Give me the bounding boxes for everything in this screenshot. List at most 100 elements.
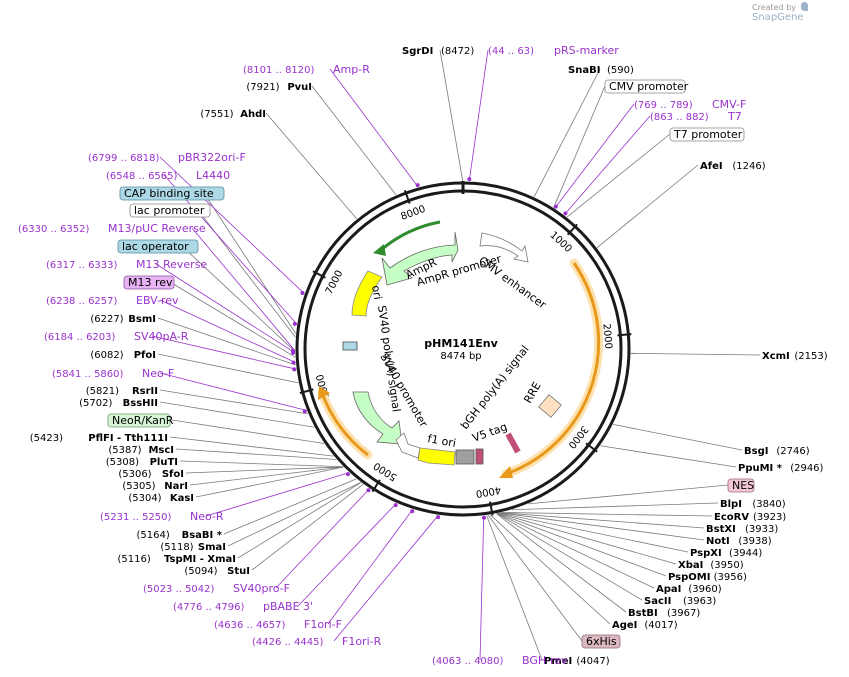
map-label-primer-28[interactable]: (4776 .. 4796)pBABE 3' (173, 600, 313, 613)
site-name-43: RsrII (132, 386, 158, 397)
map-label-primer-26[interactable]: (4426 .. 4445)F1ori-R (252, 635, 382, 648)
map-label-site-10[interactable]: PpuMI *(2946) (738, 463, 824, 474)
map-label-site-14[interactable]: BstXI(3933) (706, 524, 778, 535)
map-label-site-39[interactable]: (5387)MscI (108, 445, 174, 456)
map-label-site-12[interactable]: BlpI(3840) (720, 499, 786, 510)
map-label-primer-56[interactable]: (6799 .. 6818)pBR322ori-F (88, 151, 246, 164)
site-name-57: AhdI (240, 109, 266, 120)
site-name-42: BssHII (123, 398, 158, 409)
map-label-feature-6[interactable]: T7 promoter (669, 127, 745, 142)
map-label-primer-50[interactable]: (6317 .. 6333)M13 Reverse (46, 258, 207, 271)
map-label-site-31[interactable]: (5116)TspMI - XmaI (118, 554, 236, 565)
site-name-15: NotI (706, 536, 730, 547)
primer-mark-29 (366, 488, 371, 493)
leader-line-40 (169, 436, 334, 457)
sv40-promoter-label: SV40 promoter (377, 351, 430, 430)
snapgene-brand-text: SnapGene (752, 12, 804, 23)
tick-label-4000: 4000 (475, 484, 502, 499)
site-coord-2: (590) (607, 65, 634, 76)
map-label-primer-1[interactable]: (44 .. 63)pRS-marker (488, 44, 619, 57)
cmv-enhancer-label: CMV enhancer (476, 254, 549, 312)
map-label-site-38[interactable]: (5308)PluTI (106, 457, 178, 468)
map-label-site-24[interactable]: PmeI(4047) (544, 656, 610, 667)
map-label-site-33[interactable]: (5164)BsaBI * (137, 530, 223, 541)
primer-mark-27 (410, 509, 415, 514)
map-label-site-47[interactable]: (6227)BsmI (90, 314, 156, 325)
map-label-feature-54[interactable]: CAP binding site (119, 186, 225, 201)
site-coord-45: (6082) (90, 350, 123, 361)
map-label-site-30[interactable]: (5094) StuI (184, 566, 250, 577)
map-label-primer-27[interactable]: (4636 .. 4657)F1ori-F (214, 618, 342, 631)
tick-label-5000: 5000 (372, 460, 399, 483)
map-label-site-20[interactable]: SacII(3963) (644, 596, 716, 607)
map-label-feature-51[interactable]: lac operator (117, 239, 199, 254)
map-label-primer-55[interactable]: (6548 .. 6565) L4440 (106, 169, 230, 182)
map-label-site-15[interactable]: NotI(3938) (706, 536, 772, 547)
site-coord-33: (5164) (137, 530, 170, 541)
map-label-site-35[interactable]: (5304)KasI (128, 493, 194, 504)
map-label-feature-11[interactable]: NES (727, 478, 755, 493)
map-label-primer-34[interactable]: (5231 .. 5250)Neo-R (100, 510, 224, 523)
map-label-site-13[interactable]: EcoRV(3923) (714, 512, 786, 523)
rre-box (538, 394, 562, 418)
leader-line-48 (159, 299, 296, 363)
map-label-primer-25[interactable]: (4063 .. 4080)BGH-rev (432, 654, 568, 667)
map-label-primer-5[interactable]: (863 .. 882)T7 (650, 110, 742, 123)
map-label-primer-59[interactable]: (8101 .. 8120)Amp-R (243, 63, 370, 76)
leader-line-18 (497, 512, 667, 577)
map-label-site-16[interactable]: PspXI(3944) (690, 548, 762, 559)
map-label-site-0[interactable]: SgrDI(8472) (402, 46, 474, 57)
leader-line-31 (237, 482, 362, 559)
map-label-site-40[interactable]: (5423)PflFI - Tth111I (30, 433, 168, 444)
map-label-site-2[interactable]: SnaBI(590) (568, 65, 634, 76)
map-label-feature-49[interactable]: M13 rev (123, 275, 175, 290)
primer-coord-55: (6548 .. 6565) (106, 171, 178, 182)
map-label-primer-46[interactable]: (6184 .. 6203)SV40pA-R (44, 330, 189, 343)
site-name-30: StuI (227, 566, 250, 577)
map-label-site-57[interactable]: (7551)AhdI (200, 109, 266, 120)
leader-line-26 (333, 514, 439, 642)
snapgene-logo-icon (800, 2, 808, 11)
map-label-site-22[interactable]: AgeI(4017) (612, 620, 678, 631)
map-label-site-58[interactable]: (7921)PvuI (246, 82, 312, 93)
map-label-site-8[interactable]: XcmI(2153) (762, 351, 828, 362)
map-label-feature-23[interactable]: 6xHis (581, 634, 621, 649)
map-label-site-9[interactable]: BsgI(2746) (744, 446, 810, 457)
site-coord-20: (3963) (683, 596, 716, 607)
map-label-site-7[interactable]: AfeI(1246) (700, 161, 766, 172)
feature-name-53: lac promoter (134, 204, 205, 217)
map-label-site-42[interactable]: (5702) BssHII (79, 398, 158, 409)
map-label-site-19[interactable]: ApaI(3960) (656, 584, 722, 595)
primer-coord-44: (5841 .. 5860) (52, 369, 124, 380)
map-label-site-36[interactable]: (5305)NarI (122, 481, 188, 492)
map-label-feature-41[interactable]: NeoR/KanR (107, 413, 174, 428)
map-label-primer-4[interactable]: (769 .. 789)CMV-F (634, 98, 746, 111)
tick-mark-4000 (489, 501, 494, 516)
leader-line-9 (613, 423, 743, 451)
sv40-pa-shape (342, 341, 358, 351)
map-label-site-21[interactable]: BstBI(3967) (628, 608, 700, 619)
created-by-text: Created by (752, 3, 797, 12)
site-coord-30: (5094) (184, 566, 217, 577)
feature-box-51 (117, 239, 199, 254)
primer-coord-46: (6184 .. 6203) (44, 332, 116, 343)
site-coord-9: (2746) (776, 446, 809, 457)
leader-line-49 (169, 281, 296, 358)
map-label-site-45[interactable]: (6082)PfoI (90, 350, 156, 361)
primer-coord-50: (6317 .. 6333) (46, 260, 118, 271)
map-label-feature-3[interactable]: CMV promoter (604, 79, 689, 94)
map-label-site-18[interactable]: PspOMI(3956) (668, 572, 747, 583)
map-label-primer-44[interactable]: (5841 .. 5860)Neo-F (52, 367, 174, 380)
map-label-primer-29[interactable]: (5023 .. 5042)SV40pro-F (143, 582, 290, 595)
map-label-site-17[interactable]: XbaI(3950) (678, 560, 744, 571)
map-label-primer-52[interactable]: (6330 .. 6352)M13/pUC Reverse (18, 222, 206, 235)
map-label-feature-53[interactable]: lac promoter (129, 203, 211, 218)
map-label-site-32[interactable]: (5118)SmaI (160, 542, 226, 553)
map-label-primer-48[interactable]: (6238 .. 6257)EBV-rev (46, 294, 179, 307)
primer-coord-1: (44 .. 63) (488, 46, 534, 57)
map-label-site-37[interactable]: (5306)SfoI (118, 469, 184, 480)
primer-name-28: pBABE 3' (263, 600, 313, 613)
primer-name-55: L4440 (196, 169, 230, 182)
site-coord-42: (5702) (79, 398, 112, 409)
map-label-site-43[interactable]: (5821)RsrII (86, 386, 158, 397)
